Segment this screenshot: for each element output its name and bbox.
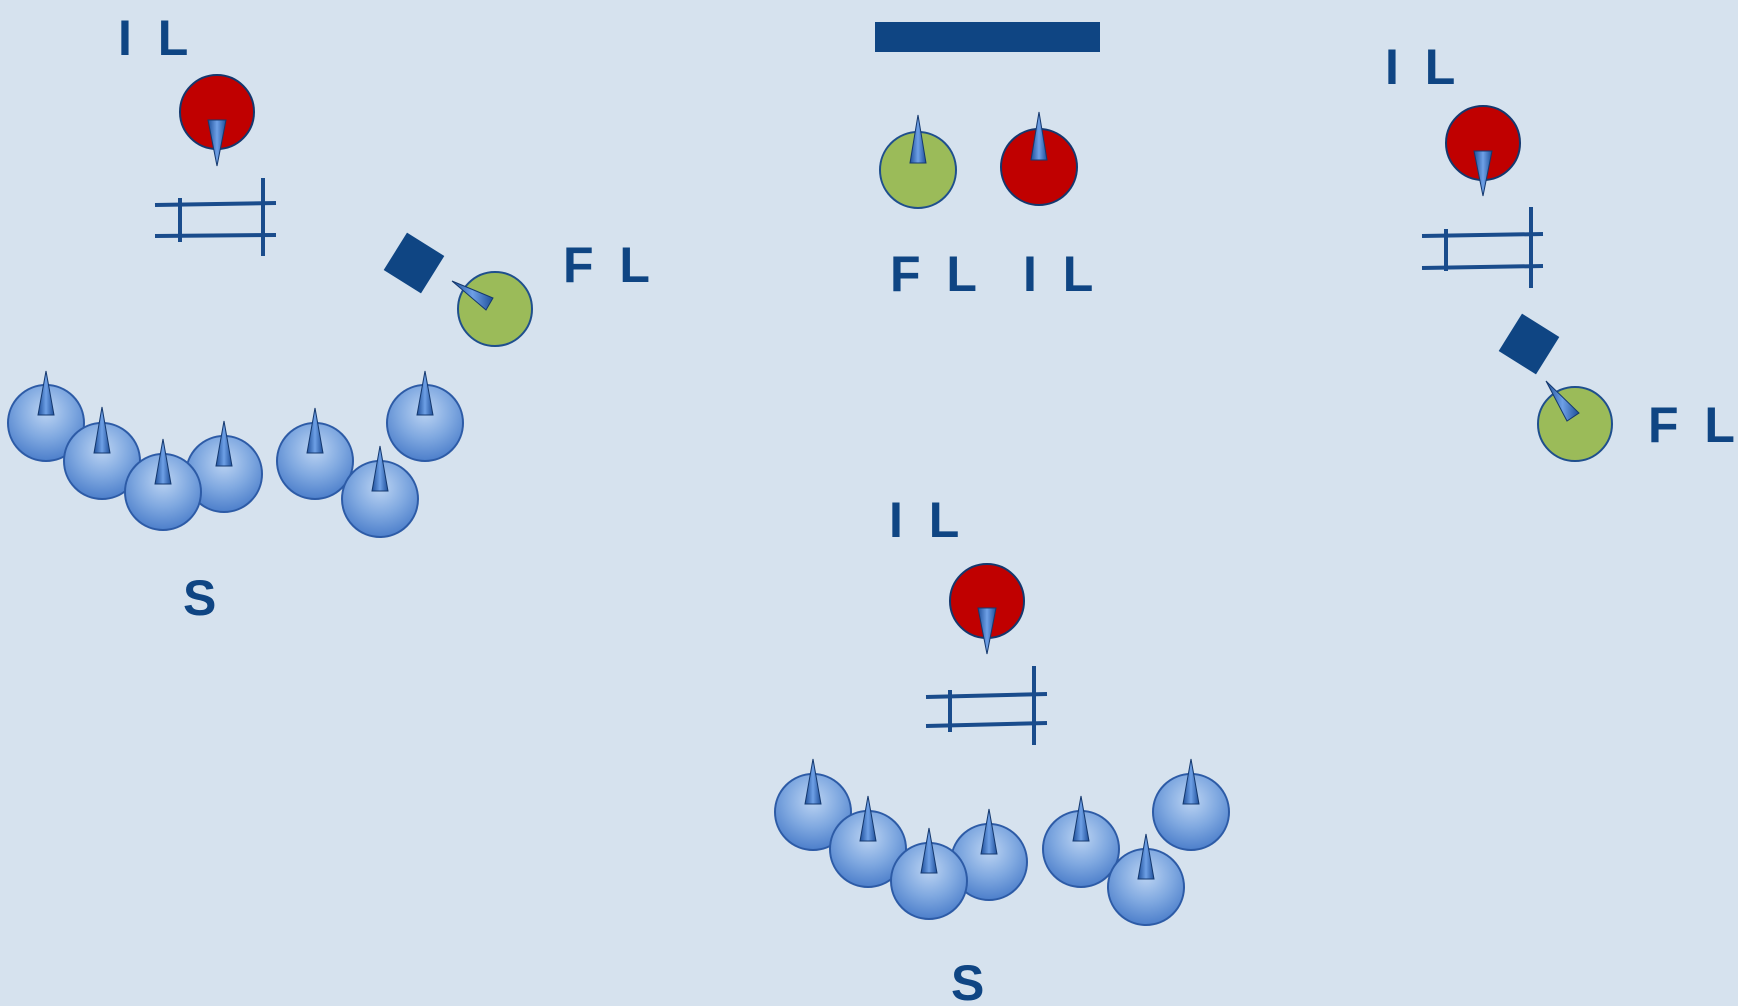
singer bbox=[276, 407, 354, 500]
singer bbox=[386, 370, 464, 462]
left-music-stand-icon bbox=[154, 178, 277, 256]
left-fl-label: F L bbox=[563, 237, 656, 293]
right-music-stand-icon bbox=[1421, 207, 1544, 288]
singer bbox=[1042, 795, 1120, 888]
singer bbox=[124, 438, 202, 531]
middle-group: F L I L bbox=[875, 22, 1100, 302]
right-il-person bbox=[1445, 105, 1521, 197]
right-fl-person bbox=[1537, 380, 1613, 462]
middle-fl-label: F L bbox=[890, 246, 983, 302]
singer bbox=[1152, 758, 1230, 851]
bottom-s-label: S bbox=[951, 955, 990, 1006]
middle-bar bbox=[875, 22, 1100, 52]
right-fl-label: F L bbox=[1648, 397, 1738, 453]
bottom-il-person bbox=[949, 563, 1025, 655]
singer bbox=[774, 758, 852, 851]
left-fl-person bbox=[451, 271, 533, 347]
middle-il-label: I L bbox=[1023, 246, 1099, 302]
singer bbox=[1107, 833, 1185, 926]
left-s-label: S bbox=[183, 570, 222, 626]
middle-fl-person bbox=[879, 114, 957, 209]
right-group: I L F L bbox=[1385, 39, 1738, 462]
singer bbox=[890, 827, 968, 920]
bottom-group: I L S bbox=[774, 492, 1230, 1006]
left-singers-group bbox=[7, 370, 464, 538]
singer bbox=[7, 370, 85, 462]
left-diamond-icon bbox=[383, 232, 445, 294]
left-il-person bbox=[179, 74, 255, 167]
singer bbox=[829, 795, 907, 888]
bottom-singers-group bbox=[774, 758, 1230, 926]
singer bbox=[185, 420, 263, 513]
right-il-label: I L bbox=[1385, 39, 1461, 95]
bottom-il-label: I L bbox=[889, 492, 965, 548]
left-il-label: I L bbox=[118, 10, 194, 66]
bottom-music-stand-icon bbox=[925, 666, 1048, 745]
left-group: I L F L S bbox=[7, 10, 656, 626]
middle-il-person bbox=[1000, 111, 1078, 206]
singer bbox=[341, 445, 419, 538]
right-diamond-icon bbox=[1498, 313, 1560, 375]
